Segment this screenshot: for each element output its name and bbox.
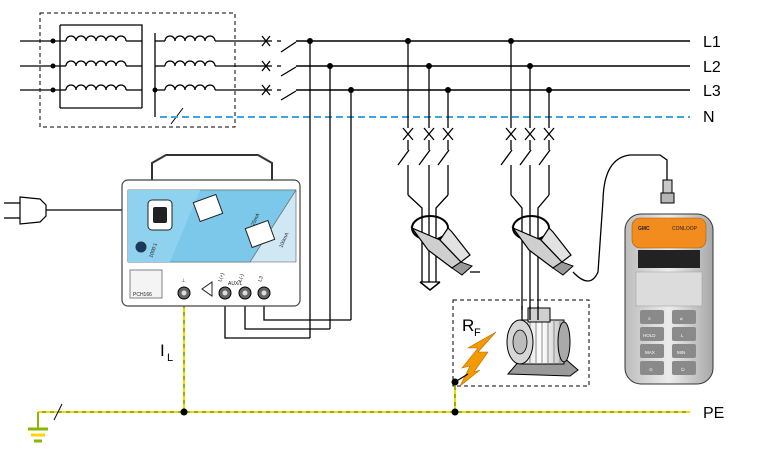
meter-brand: GMC xyxy=(638,226,650,232)
secondary-coils xyxy=(154,33,256,117)
leakage-tester: 1000:1 25mA 100mA PCH166 ⊥ L(+) L(-) L3 … xyxy=(121,154,301,307)
label-l1: L1 xyxy=(703,34,721,51)
earth-ground-icon xyxy=(28,427,48,443)
main-switch xyxy=(277,40,297,101)
fault-lightning-icon xyxy=(459,331,497,387)
motor-enclosure xyxy=(452,299,590,387)
fault-resistance-subscript: F xyxy=(474,327,481,339)
meter-display xyxy=(638,250,700,268)
handheld-meter: GMC CONLOOP ≡ ⌀ HOLD L MAX MIN ⊙ ⏻ xyxy=(624,213,714,385)
svg-text:25mA: 25mA xyxy=(250,212,261,227)
svg-text:HOLD: HOLD xyxy=(643,333,656,338)
motor xyxy=(506,307,579,377)
meter-key-hold[interactable] xyxy=(640,327,664,341)
leakage-current-subscript: L xyxy=(167,352,173,364)
transformer-enclosure xyxy=(39,12,236,128)
meter-key-2[interactable] xyxy=(672,310,696,324)
primary-coils xyxy=(60,35,142,91)
indicator-lamp xyxy=(135,241,147,253)
meter-key-max[interactable] xyxy=(640,344,664,358)
meter-key-light[interactable] xyxy=(640,361,664,375)
branch-feeder-1 xyxy=(397,41,454,291)
svg-text:≡: ≡ xyxy=(648,316,651,321)
mains-socket-icon xyxy=(147,199,173,231)
tester-wires xyxy=(224,41,352,339)
fault-resistance-label: R xyxy=(462,316,474,335)
meter-model: CONLOOP xyxy=(672,226,698,232)
warning-triangle-icon xyxy=(201,281,213,297)
svg-text:⏻: ⏻ xyxy=(681,367,685,372)
range-switch[interactable] xyxy=(244,219,276,249)
svg-text:⊙: ⊙ xyxy=(649,367,653,372)
tester-model: PCH166 xyxy=(133,292,152,298)
current-clamp-2 xyxy=(511,215,574,276)
svg-text:AUX/L: AUX/L xyxy=(228,281,243,287)
svg-text:L(-): L(-) xyxy=(237,273,245,283)
meter-key-power[interactable] xyxy=(672,361,696,375)
current-clamp-1 xyxy=(410,215,480,276)
transformer xyxy=(20,12,256,128)
meter-cable xyxy=(572,154,668,282)
svg-text:⊥: ⊥ xyxy=(181,278,185,284)
bus-lines xyxy=(296,40,690,91)
label-l3: L3 xyxy=(703,83,721,100)
label-n: N xyxy=(703,109,715,126)
svg-text:L: L xyxy=(681,333,684,338)
meter-key-min[interactable] xyxy=(672,344,696,358)
mains-plug xyxy=(4,196,158,225)
bus-pe xyxy=(37,300,690,428)
meter-key-l[interactable] xyxy=(672,327,696,341)
leakage-current-label: I xyxy=(160,341,165,360)
on-switch[interactable] xyxy=(192,193,224,223)
svg-text:⌀: ⌀ xyxy=(680,316,683,321)
main-fuses xyxy=(256,35,272,96)
svg-text:1000:1: 1000:1 xyxy=(148,242,159,259)
label-l2: L2 xyxy=(703,59,721,76)
svg-text:L3: L3 xyxy=(257,275,265,282)
svg-text:MIN: MIN xyxy=(677,350,685,355)
branch-feeder-2 xyxy=(500,41,555,310)
svg-text:L(+): L(+) xyxy=(217,272,226,283)
svg-text:MAX: MAX xyxy=(645,350,655,355)
meter-key-1[interactable] xyxy=(640,310,664,324)
label-pe: PE xyxy=(703,405,724,422)
